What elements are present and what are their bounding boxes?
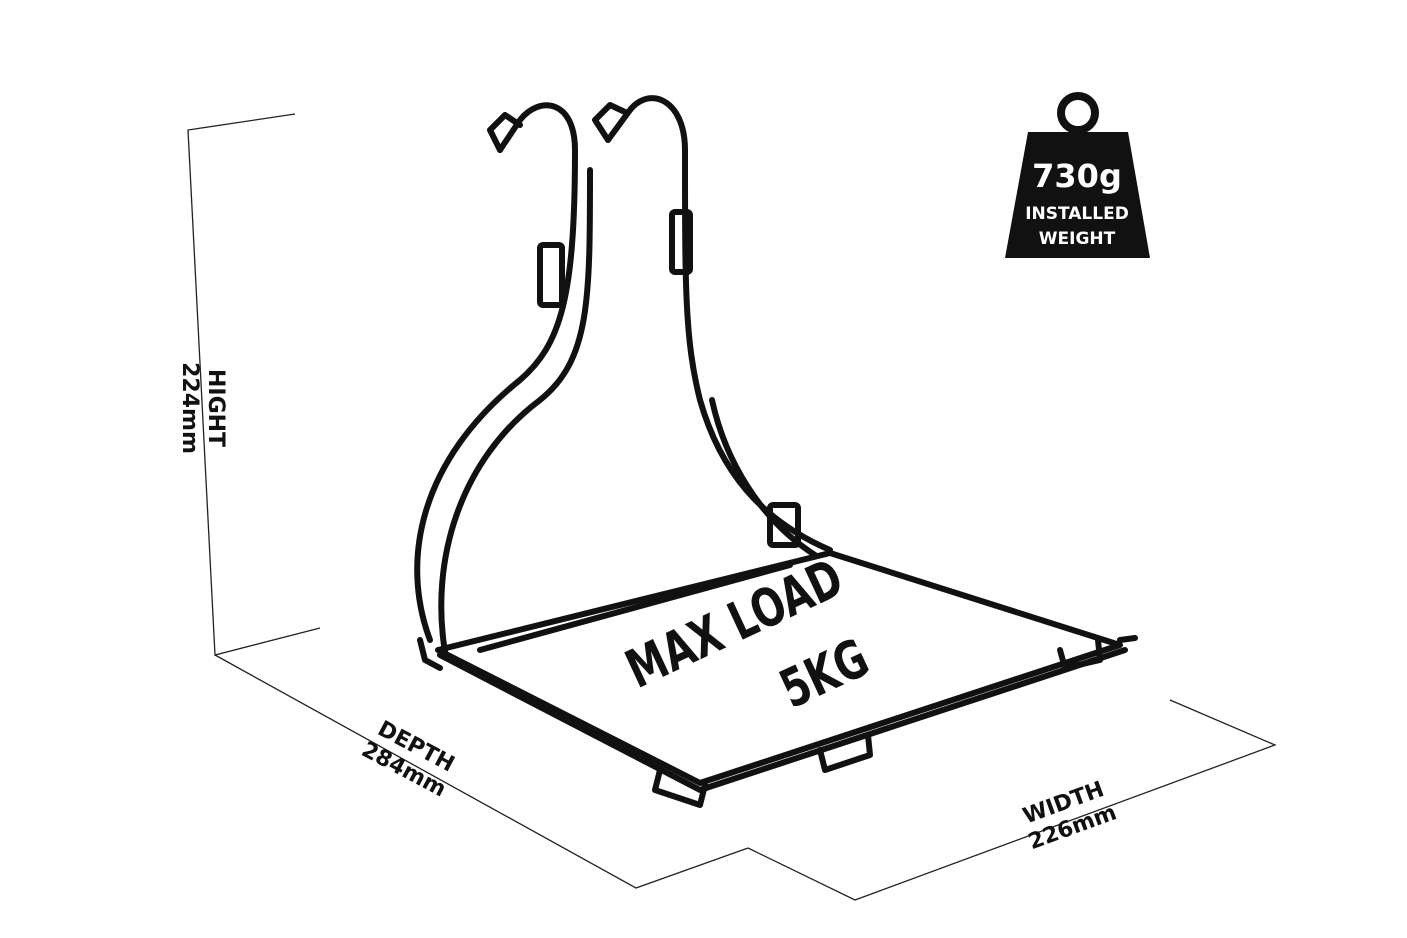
weight-caption-line2: WEIGHT xyxy=(1039,229,1116,249)
height-dimension-line xyxy=(187,113,321,656)
width-label-group: WIDTH 226mm xyxy=(1020,777,1120,855)
height-label: HIGHT xyxy=(203,369,228,447)
weight-value: 730g xyxy=(1032,157,1122,195)
height-value: 224mm xyxy=(177,362,202,454)
rack-drawing xyxy=(414,95,1138,808)
depth-label-group: DEPTH 284mm xyxy=(357,716,458,802)
width-dimension-line xyxy=(747,699,1277,901)
weight-caption-line1: INSTALLED xyxy=(1025,204,1129,224)
height-label-group: HIGHT 224mm xyxy=(177,362,228,454)
max-load-value: 5KG xyxy=(771,627,878,721)
depth-dimension-line xyxy=(214,654,749,889)
weight-badge: 730g INSTALLED WEIGHT xyxy=(1005,92,1150,258)
dimension-lines xyxy=(187,113,1277,901)
weight-icon xyxy=(1005,92,1150,258)
